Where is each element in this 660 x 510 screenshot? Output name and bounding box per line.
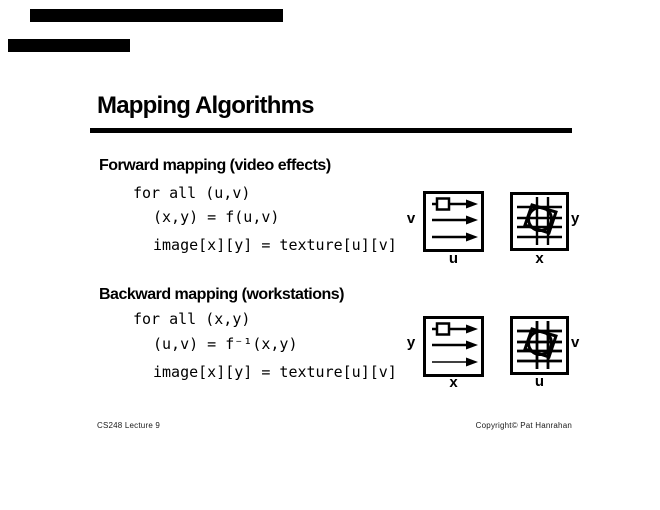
slide-title: Mapping Algorithms — [97, 92, 315, 119]
footer-lecture-label: CS248 Lecture 9 — [97, 421, 161, 430]
forward-grid-axis-right-label: y — [571, 210, 580, 227]
backward-scan-axis-bottom-label: x — [449, 374, 458, 391]
backward-warped-grid-diagram — [510, 316, 569, 375]
backward-code-line-3: image[x][y] = texture[u][v] — [153, 363, 397, 381]
forward-scan-axis-left-label: v — [406, 210, 416, 227]
backward-scan-diagram — [423, 316, 484, 377]
forward-code-line-3: image[x][y] = texture[u][v] — [153, 236, 397, 254]
backward-grid-axis-bottom-label: u — [534, 373, 545, 390]
forward-code-line-1: for all (u,v) — [133, 184, 251, 202]
backward-grid-axis-right-label: v — [571, 334, 580, 351]
backward-section-heading: Backward mapping (workstations) — [99, 286, 345, 303]
forward-scan-diagram — [423, 191, 484, 252]
forward-section-heading: Forward mapping (video effects) — [99, 157, 331, 174]
forward-warped-grid-diagram — [510, 192, 569, 251]
top-bar-1 — [30, 9, 283, 22]
top-bar-2 — [8, 39, 130, 52]
backward-scan-axis-left-label: y — [406, 334, 416, 351]
backward-code-line-2: (u,v) = f⁻¹(x,y) — [153, 335, 298, 353]
footer-copyright-label: Copyright© Pat Hanrahan — [475, 421, 572, 430]
title-rule — [90, 128, 572, 133]
forward-code-line-2: (x,y) = f(u,v) — [153, 208, 280, 226]
forward-grid-axis-bottom-label: x — [535, 250, 544, 267]
forward-scan-axis-bottom-label: u — [448, 250, 459, 267]
backward-code-line-1: for all (x,y) — [133, 310, 251, 328]
